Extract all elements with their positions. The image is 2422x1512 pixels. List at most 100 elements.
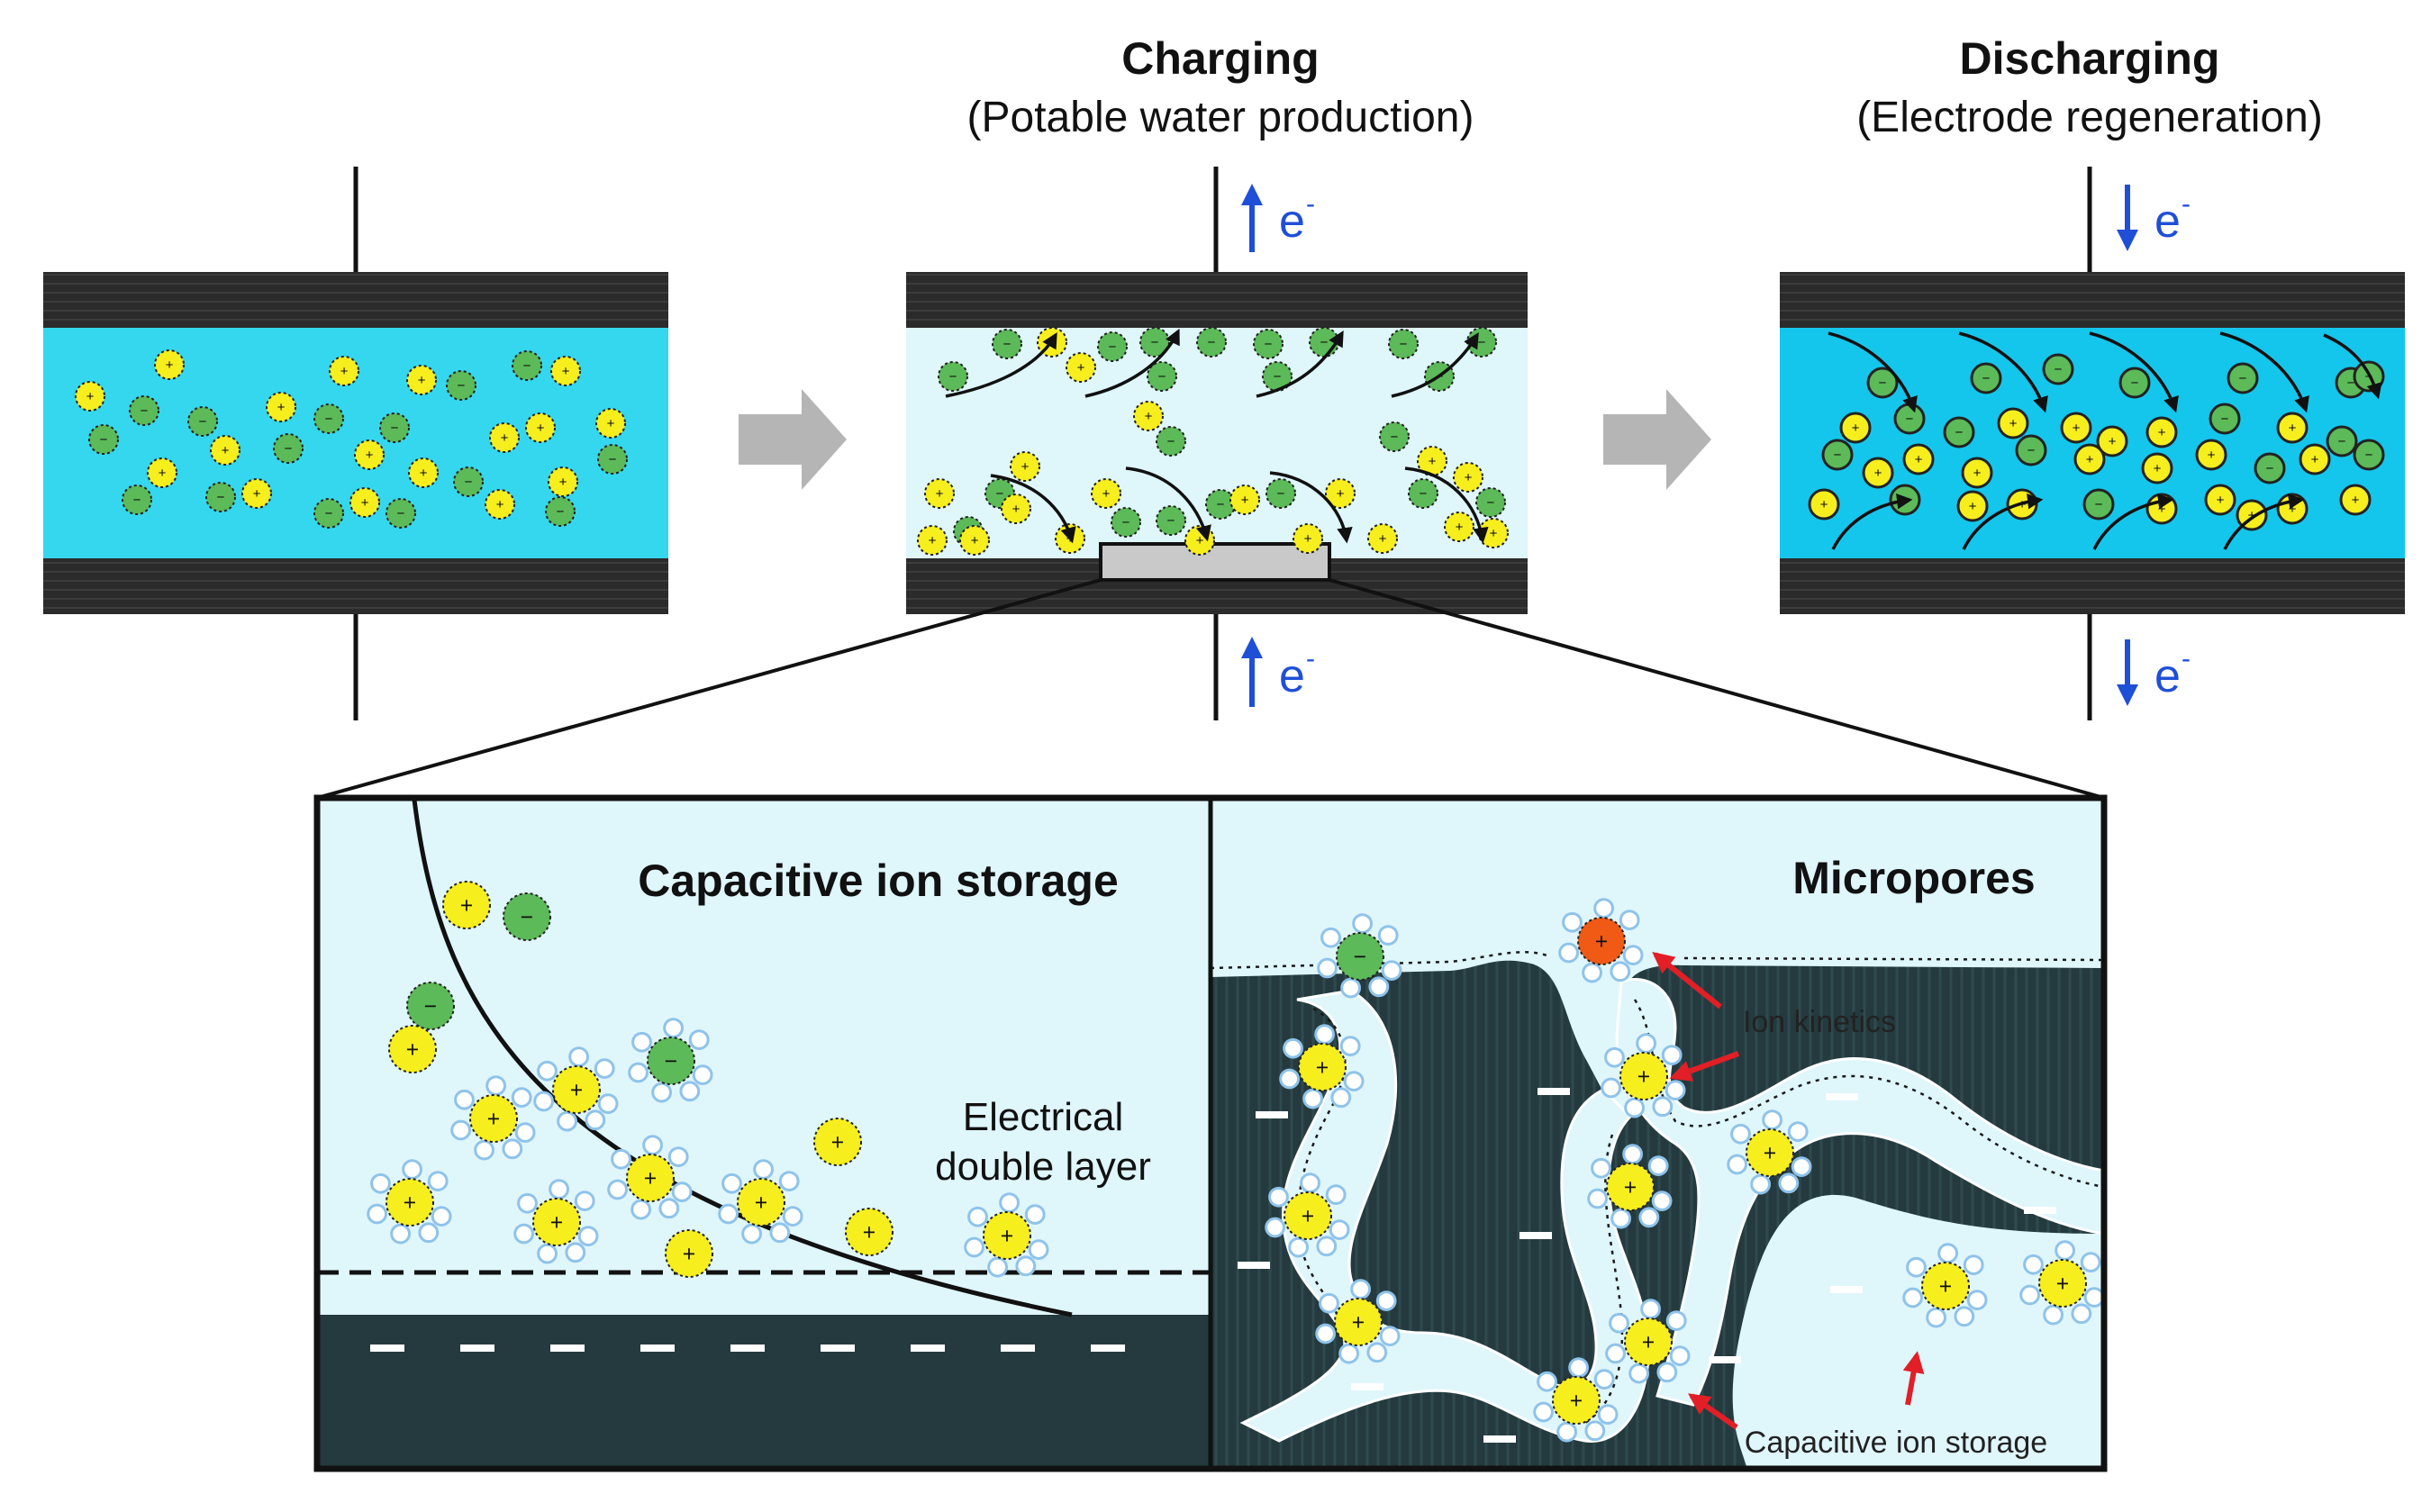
ion-body: [1097, 331, 1128, 362]
ion-body: [75, 381, 105, 412]
ion-body: [406, 982, 455, 1030]
cation: +: [2073, 443, 2106, 475]
ion-body: [273, 433, 304, 464]
water-molecule: [1597, 1404, 1619, 1425]
cation: +: [485, 489, 515, 520]
discharging-title: Discharging: [1960, 33, 2220, 84]
electron-label: e: [1279, 195, 1305, 248]
electrode-top: [1780, 272, 2405, 328]
ion-body: [1475, 487, 1506, 518]
ion-charge-sign: +: [831, 1130, 844, 1154]
ion-body: [408, 457, 439, 488]
red-arrow-icon: [1652, 951, 1722, 1010]
anion: −: [992, 329, 1022, 359]
ion-charge-sign: −: [2131, 376, 2139, 391]
ion-body: [129, 395, 159, 426]
ion-charge-sign: +: [277, 400, 286, 415]
ion-charge-sign: +: [755, 1191, 767, 1215]
ion-body: [545, 496, 576, 527]
ion-body: [1001, 493, 1031, 524]
negative-charge-icon: [1538, 1088, 1570, 1095]
water-molecule: [1319, 1292, 1339, 1314]
ion-body: [1156, 505, 1186, 536]
anion: −: [1111, 507, 1141, 538]
ion-body: [354, 439, 385, 470]
water-molecule: [1537, 1371, 1557, 1392]
ion-charge-sign: +: [607, 416, 615, 431]
curved-arrow-icon: [1391, 332, 1479, 398]
water-molecule: [1024, 1204, 1046, 1225]
negative-charge-icon: [1709, 1356, 1741, 1363]
cation: +: [2096, 425, 2128, 457]
water-molecule: [1954, 1306, 1975, 1327]
anion: −: [2254, 452, 2286, 484]
ion-charge-sign: −: [2338, 434, 2346, 449]
ion-charge-sign: −: [133, 493, 141, 508]
ion-charge-sign: +: [1973, 466, 1982, 481]
ion-body: [2060, 412, 2092, 444]
water-molecule: [1628, 1363, 1649, 1384]
ion-charge-sign: −: [1906, 412, 1914, 427]
anion: −: [446, 370, 476, 401]
ion-body: [1325, 478, 1356, 509]
water-molecule: [2071, 1303, 2092, 1325]
cation: +: [513, 1179, 599, 1264]
ion-charge-sign: −: [1955, 425, 1964, 440]
down-arrow-head-icon: [2117, 230, 2138, 251]
water-molecule: [967, 1206, 988, 1227]
ion-body: [1956, 490, 1989, 522]
ion-charge-sign: +: [1764, 1141, 1776, 1165]
ion-body: [2082, 488, 2115, 521]
ion-charge-sign: +: [2073, 421, 2081, 436]
process-arrow-2: [1603, 389, 1711, 490]
water-molecule: [367, 1203, 387, 1225]
ion-body: [1943, 416, 1975, 448]
ion-body: [2038, 1259, 2087, 1308]
ion-body: [1821, 439, 1854, 471]
ion-body: [1408, 478, 1438, 509]
ion-charge-sign: +: [1304, 531, 1312, 547]
cation-kinetic: +: [1558, 898, 1644, 983]
electron-superscript: -: [2182, 644, 2191, 674]
water-molecule: [782, 1206, 803, 1227]
ion-body: [1453, 462, 1483, 493]
water-molecule: [1316, 1236, 1338, 1257]
curved-arrow-icon: [1828, 331, 1918, 413]
charging-title: Charging: [1121, 33, 1319, 84]
water-molecule: [533, 1091, 554, 1112]
ion-body: [1293, 523, 1323, 554]
anion: −: [1097, 331, 1128, 362]
anion: −: [205, 482, 236, 512]
ion-charge-sign: +: [537, 421, 545, 436]
water-molecule: [1622, 1144, 1643, 1164]
up-arrow-head-icon: [1241, 184, 1263, 205]
cation: +: [2204, 484, 2236, 516]
ion-body: [1970, 362, 2002, 394]
ion-charge-sign: +: [2217, 493, 2225, 508]
ion-body: [2118, 367, 2151, 399]
anion: −: [122, 484, 152, 515]
water-molecule: [1314, 1024, 1335, 1045]
ion-body: [1298, 1043, 1347, 1091]
anion: −: [313, 498, 344, 529]
inset-left-title: Capacitive ion storage: [638, 856, 1119, 906]
ion-body: [1961, 457, 1993, 489]
cell-initial: ++−−−++−+−−+++−++−++−−+−+−++−−−+: [43, 167, 668, 720]
cation: +: [1956, 490, 1989, 522]
water-molecule: [1651, 1191, 1673, 1211]
cation: +: [1862, 457, 1894, 489]
ion-body: [1379, 421, 1410, 452]
ion-charge-sign: +: [1456, 520, 1464, 535]
water-molecule: [1352, 913, 1373, 934]
water-molecule: [1926, 1307, 1946, 1328]
ion-body: [1156, 426, 1186, 457]
ion-body: [992, 329, 1022, 359]
water-molecule: [1902, 1287, 1923, 1308]
ion-body: [1862, 457, 1894, 489]
cation: +: [718, 1159, 803, 1245]
curved-arrow-icon: [1256, 330, 1344, 398]
ion-charge-sign: +: [1021, 459, 1030, 475]
ion-body: [737, 1178, 785, 1227]
ion-charge-sign: −: [521, 905, 533, 929]
cation: +: [2145, 493, 2178, 525]
